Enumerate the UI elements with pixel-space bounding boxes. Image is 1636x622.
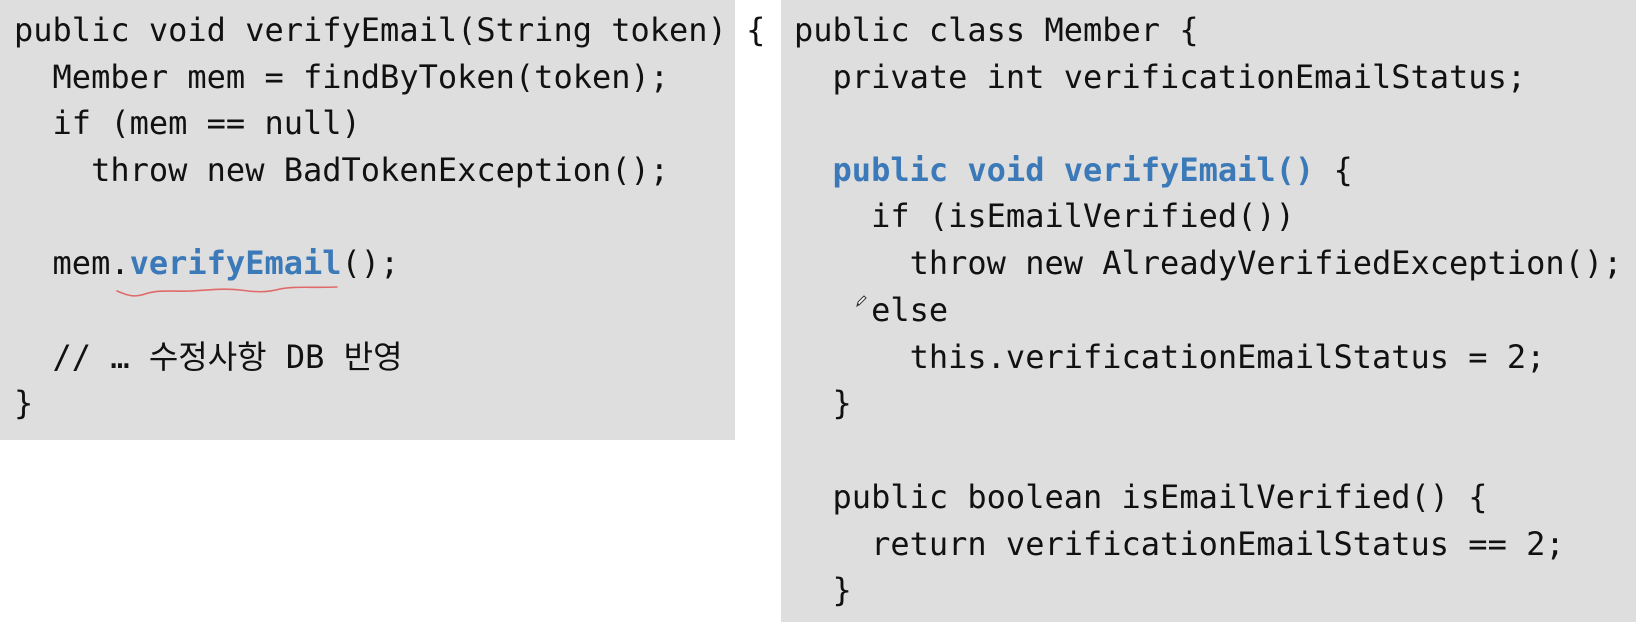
verify-email-open-brace: { <box>1314 151 1353 189</box>
pencil-cursor-icon <box>856 295 867 308</box>
code-line-verify-call: mem.verifyEmail(); <box>14 244 400 282</box>
code-line-return-status: return verificationEmailStatus == 2; <box>794 525 1565 563</box>
verify-call-suffix: (); <box>341 244 400 282</box>
code-line-find-member: Member mem = findByToken(token); <box>14 58 670 96</box>
code-line-status-field: private int verificationEmailStatus; <box>794 58 1527 96</box>
code-line-throw-already-verified: throw new AlreadyVerifiedException(); <box>794 244 1623 282</box>
left-code-panel: public void verifyEmail(String token) { … <box>0 0 765 440</box>
code-line-null-check: if (mem == null) <box>14 104 361 142</box>
code-line-throw-bad-token: throw new BadTokenException(); <box>14 151 670 189</box>
code-line-set-status: this.verificationEmailStatus = 2; <box>794 338 1546 376</box>
verify-email-method-signature: public void verifyEmail() <box>794 151 1315 189</box>
right-code-panel: public class Member { private int verifi… <box>781 0 1636 622</box>
verify-call-prefix: mem. <box>14 244 130 282</box>
code-line-if-verified: if (isEmailVerified()) <box>794 197 1295 235</box>
code-line-is-verified-method: public boolean isEmailVerified() { <box>794 478 1488 516</box>
code-line-closing-brace: } <box>14 384 34 422</box>
code-line-db-comment: // … 수정사항 DB 반영 <box>14 338 403 376</box>
code-line-else: else <box>794 291 949 329</box>
hand-drawn-underline <box>116 286 338 297</box>
code-line-class-declaration: public class Member { <box>794 11 1199 49</box>
code-line-verify-email-method: public void verifyEmail() { <box>794 151 1353 189</box>
code-line-method-close: } <box>794 384 852 422</box>
code-line-is-verified-close: } <box>794 571 852 609</box>
code-line-method-signature: public void verifyEmail(String token) { <box>14 11 766 49</box>
verify-email-method-call: verifyEmail <box>129 244 342 282</box>
